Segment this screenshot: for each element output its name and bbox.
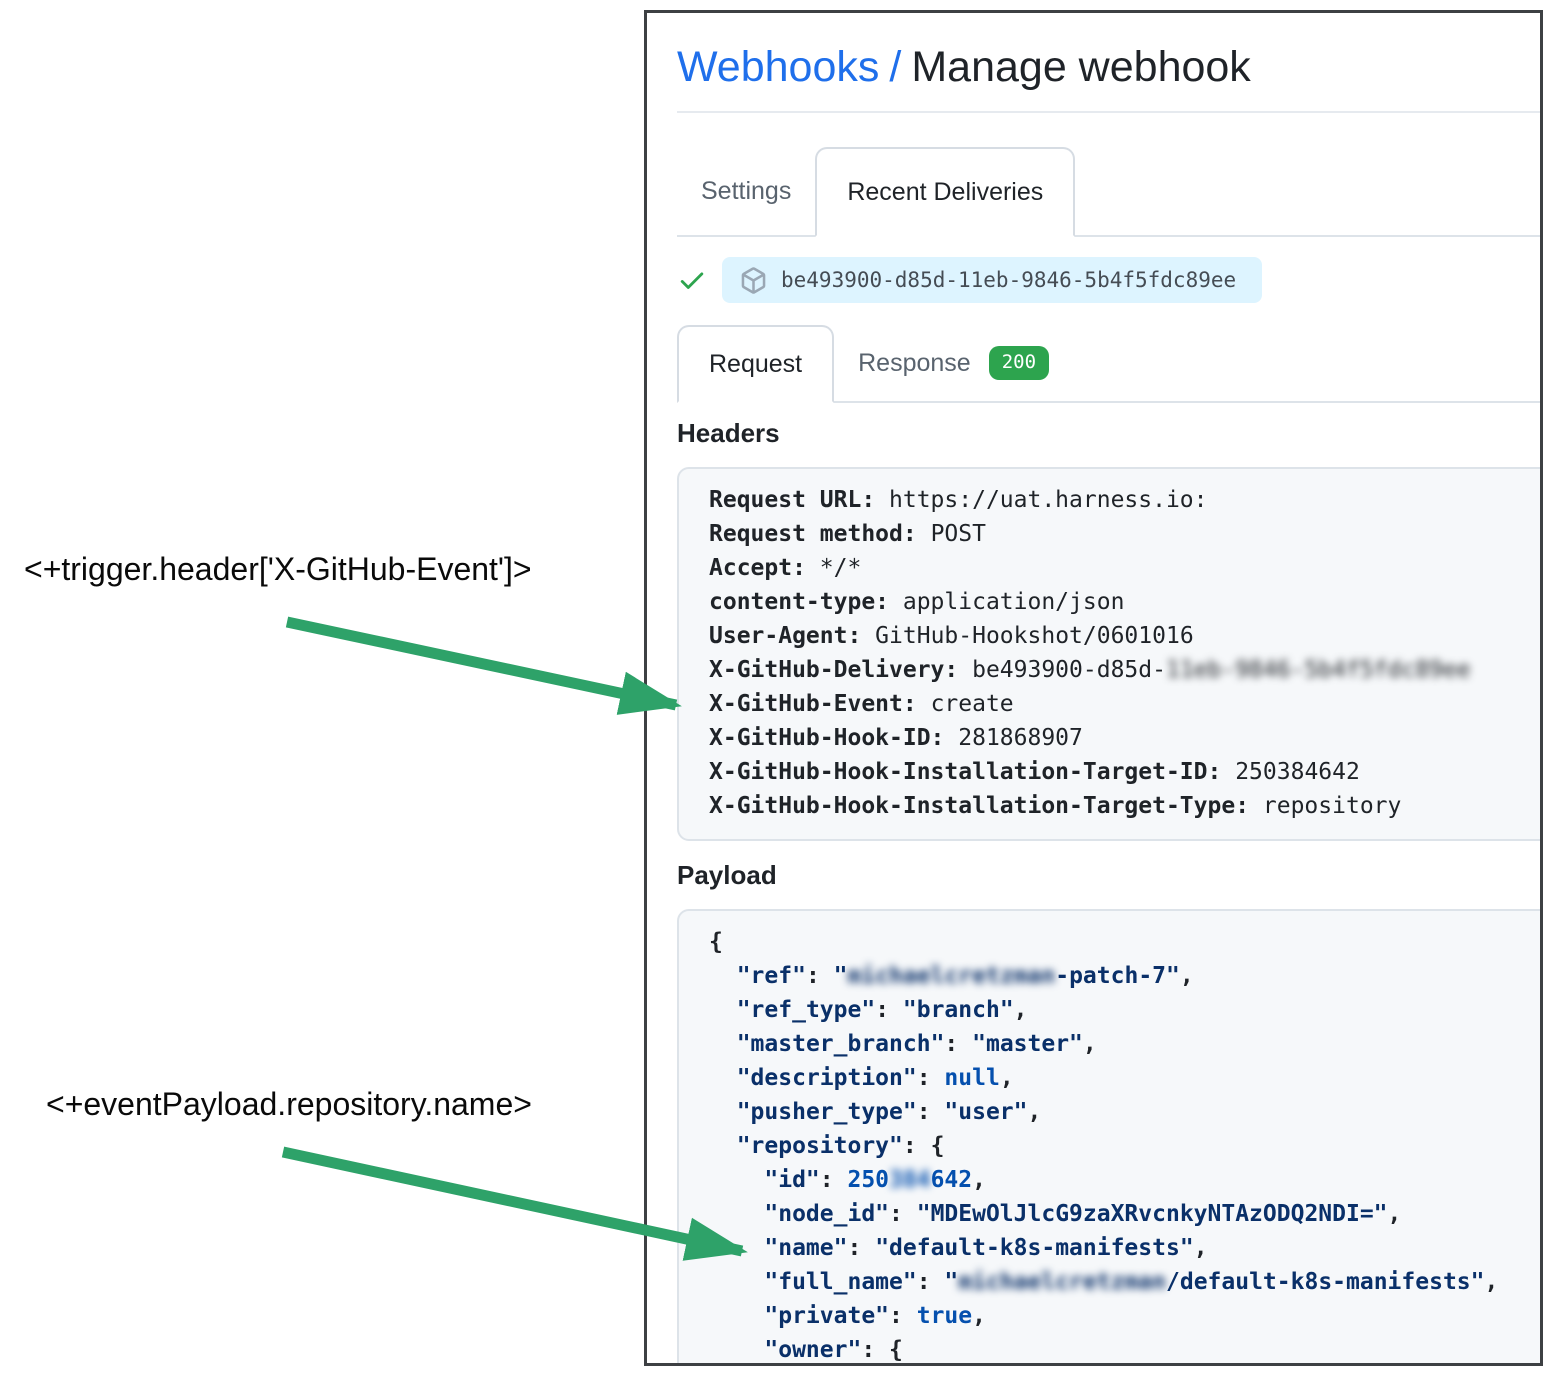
payload-line: "repository": { [736, 1133, 945, 1159]
header-row: content-type: application/json [709, 589, 1125, 615]
arrow-to-github-event-icon [285, 616, 682, 715]
delivery-id-pill[interactable]: be493900-d85d-11eb-9846-5b4f5fdc89ee [722, 257, 1263, 303]
payload-line: "private": true, [764, 1303, 986, 1329]
tab-response-label: Response [858, 348, 971, 377]
payload-line: { [709, 929, 723, 955]
payload-line: "description": null, [736, 1065, 1014, 1091]
payload-line: "full_name": "michaelcretzman/default-k8… [764, 1269, 1499, 1295]
title-divider [677, 111, 1540, 113]
delivery-id: be493900-d85d-11eb-9846-5b4f5fdc89ee [781, 268, 1237, 292]
payload-line: "ref": "michaelcretzman-patch-7", [736, 963, 1194, 989]
annotation-trigger-header-expression: <+trigger.header['X-GitHub-Event']> [24, 551, 532, 587]
payload-line: "id": 250384642, [764, 1167, 986, 1193]
webhook-panel: Webhooks/Manage webhook Settings Recent … [644, 10, 1543, 1366]
breadcrumb: Webhooks/Manage webhook [677, 41, 1540, 93]
request-response-tabs: Request Response 200 [677, 325, 1540, 403]
payload-line: "master_branch": "master", [736, 1031, 1097, 1057]
tab-response[interactable]: Response 200 [834, 325, 1073, 401]
tab-request[interactable]: Request [677, 325, 835, 403]
page-title: Manage webhook [911, 43, 1251, 91]
delivery-row: be493900-d85d-11eb-9846-5b4f5fdc89ee [677, 257, 1540, 303]
response-status-badge: 200 [988, 346, 1050, 380]
header-row: Request method: POST [709, 521, 986, 547]
payload-line: "name": "default-k8s-manifests", [764, 1235, 1208, 1261]
tab-settings[interactable]: Settings [701, 176, 792, 205]
payload-line: "owner": { [764, 1337, 903, 1363]
header-row: X-GitHub-Hook-Installation-Target-Type: … [709, 793, 1402, 819]
breadcrumb-webhooks-link[interactable]: Webhooks [677, 43, 880, 91]
header-row: X-GitHub-Event: create [709, 691, 1014, 717]
payload-line: "pusher_type": "user", [736, 1099, 1042, 1125]
header-row: Accept: */* [709, 555, 862, 581]
headers-box: Request URL: https://uat.harness.io: Requ… [677, 467, 1540, 841]
header-row: User-Agent: GitHub-Hookshot/0601016 [709, 623, 1194, 649]
package-icon [741, 266, 766, 294]
payload-line: "node_id": "MDEwOlJlcG9zaXRvcnkyNTAzODQ2… [764, 1201, 1402, 1227]
headers-section-title: Headers [677, 418, 780, 448]
check-icon [680, 272, 704, 289]
header-row: X-GitHub-Hook-Installation-Target-ID: 25… [709, 759, 1360, 785]
annotation-event-payload-expression: <+eventPayload.repository.name> [46, 1086, 532, 1122]
header-row: X-GitHub-Hook-ID: 281868907 [709, 725, 1083, 751]
tab-recent-deliveries[interactable]: Recent Deliveries [815, 147, 1076, 237]
payload-box: { "ref": "michaelcretzman-patch-7", "ref… [677, 909, 1540, 1363]
header-row: X-GitHub-Delivery: be493900-d85d-11eb-98… [709, 657, 1471, 683]
header-row: Request URL: https://uat.harness.io: [709, 487, 1208, 513]
payload-section-title: Payload [677, 860, 777, 890]
webhook-tabs: Settings Recent Deliveries [677, 147, 1540, 237]
breadcrumb-separator: / [889, 43, 902, 91]
payload-line: "ref_type": "branch", [736, 997, 1028, 1023]
